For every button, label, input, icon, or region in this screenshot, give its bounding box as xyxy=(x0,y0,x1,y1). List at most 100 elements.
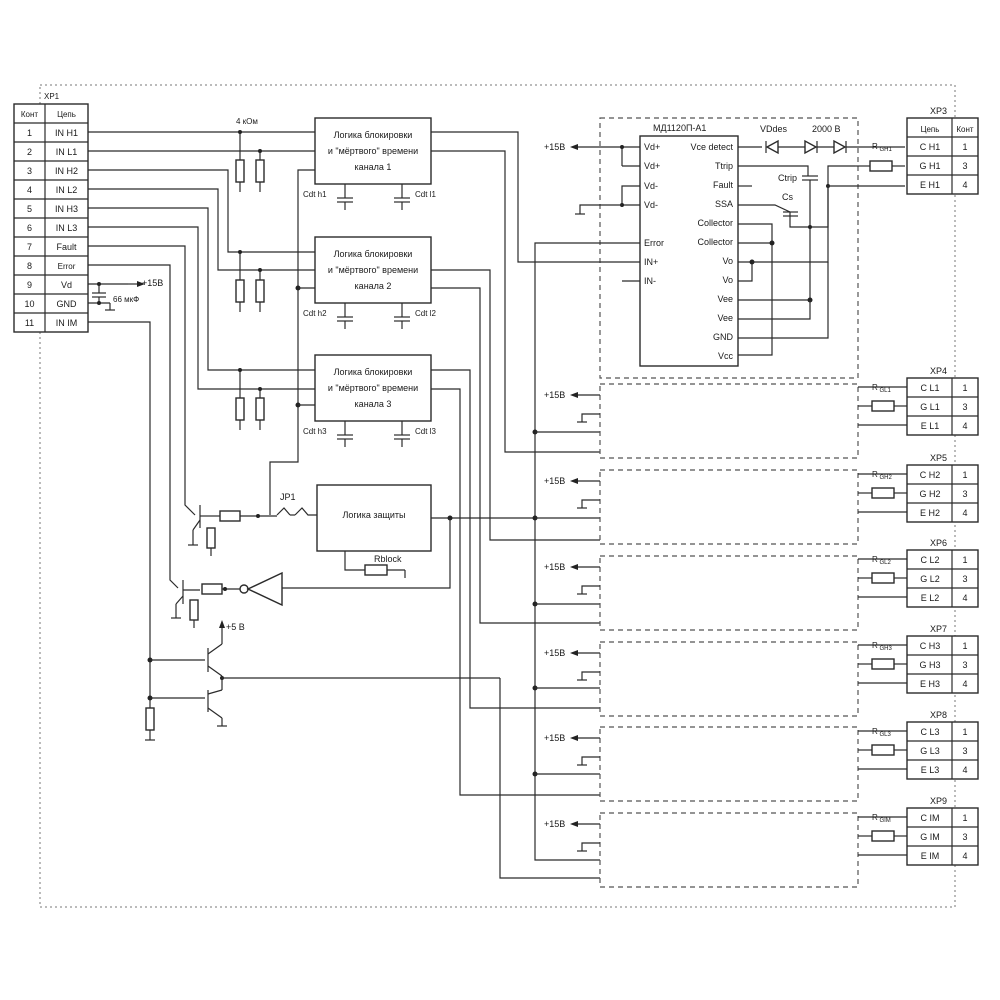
jumper-jp1: JP1 xyxy=(280,492,296,502)
connector-pin: 3 xyxy=(962,402,967,412)
connector-pin: 1 xyxy=(962,142,967,152)
connector-title: XP7 xyxy=(930,624,947,634)
gate-resistor-sub: GIM xyxy=(878,818,891,824)
cs-label: Cs xyxy=(782,192,793,202)
connector-title: XP6 xyxy=(930,538,947,548)
connector-net: C H2 xyxy=(920,470,941,480)
driver-left-pin-1: Vd+ xyxy=(644,161,660,171)
driver-right-pin-10: GND xyxy=(713,332,734,342)
connector-net: C L2 xyxy=(920,555,939,565)
cap-h-label: Cdt h2 xyxy=(303,309,327,318)
xp1-net-10: GND xyxy=(57,299,78,309)
module-supply-label: +15В xyxy=(544,476,565,486)
connector-pin: 1 xyxy=(962,727,967,737)
gate-resistor-label: R GL3 xyxy=(872,727,891,738)
xp1-net-7: Fault xyxy=(56,242,77,252)
cap-h-label: Cdt h3 xyxy=(303,427,327,436)
connector-title: XP5 xyxy=(930,453,947,463)
connector-pin: 3 xyxy=(962,746,967,756)
connector-pin: 1 xyxy=(962,813,967,823)
driver-right-pin-6: Vo xyxy=(722,256,733,266)
connector-pin: 4 xyxy=(962,765,967,775)
driver-module-7: +15В xyxy=(544,812,859,888)
xp1-net-2: IN L1 xyxy=(56,147,78,157)
error-transistor xyxy=(171,571,283,628)
xp1-net-11: IN IM xyxy=(56,318,78,328)
connector-net: C IM xyxy=(921,813,940,823)
gate-resistor-label: R GL1 xyxy=(872,383,891,394)
driver-module-4: +15В xyxy=(544,555,859,631)
driver-supply-label: +15В xyxy=(544,142,565,152)
xp1-net-1: IN H1 xyxy=(55,128,78,138)
driver-left-pin-6: IN- xyxy=(644,276,656,286)
module-supply-label: +15В xyxy=(544,733,565,743)
cap-66uf: 66 мкФ xyxy=(113,295,139,304)
xp1-net-6: IN L3 xyxy=(56,223,78,233)
driver-supply: +15В xyxy=(431,131,640,861)
gate-resistor-sub: GL3 xyxy=(878,732,892,738)
gate-resistor-label: R GH1 xyxy=(872,142,892,153)
driver-module-2: +15В xyxy=(544,383,859,459)
gate-resistor-label: R GH2 xyxy=(872,470,892,481)
xp1-pin-7: 7 xyxy=(27,242,32,252)
logic-block-line1: Логика блокировки xyxy=(334,249,413,259)
gate-resistor-sub: GL2 xyxy=(878,560,892,566)
connector-pin: 1 xyxy=(962,641,967,651)
xp1-pin-4: 4 xyxy=(27,185,32,195)
driver-module-6: +15В xyxy=(544,726,859,802)
connector-net: E L1 xyxy=(921,421,940,431)
connector-pin: 1 xyxy=(962,383,967,393)
supply-15v-xp1: +15В xyxy=(142,278,163,288)
connector-pin: 3 xyxy=(962,574,967,584)
protection-logic: Логика защиты JP1 Rblock xyxy=(276,484,535,589)
driver-module-frame xyxy=(599,117,859,379)
xp1-net-8: Error xyxy=(58,262,76,271)
connector-pin: 3 xyxy=(962,660,967,670)
connector-pin: 3 xyxy=(962,832,967,842)
module-supply-label: +15В xyxy=(544,390,565,400)
logic-block-line1: Логика блокировки xyxy=(334,130,413,140)
driver-module-3: +15В xyxy=(544,469,859,545)
input-resistors: 4 кОм xyxy=(235,117,265,430)
xp1-pin-1: 1 xyxy=(27,128,32,138)
connector-pin: 4 xyxy=(962,180,967,190)
connector-title: XP8 xyxy=(930,710,947,720)
connector-title: XP3 xyxy=(930,106,947,116)
xp1-pin-3: 3 xyxy=(27,166,32,176)
driver-right-pin-9: Vee xyxy=(717,313,733,323)
connector-pin: 4 xyxy=(962,508,967,518)
module-supply-label: +15В xyxy=(544,648,565,658)
connector-net: E L2 xyxy=(921,593,940,603)
im-transistors: +5 В xyxy=(145,620,600,879)
supply-input: +15В 66 мкФ xyxy=(92,278,163,311)
xp1-net-5: IN H3 xyxy=(55,204,78,214)
driver-left-pin-5: IN+ xyxy=(644,257,658,267)
resistor-4k-label: 4 кОм xyxy=(236,117,258,126)
connector-net: C L1 xyxy=(920,383,939,393)
ctrip-label: Ctrip xyxy=(778,173,797,183)
logic-block-line2: и "мёртвого" времени xyxy=(328,265,418,275)
driver-right-pin-2: Fault xyxy=(713,180,734,190)
xp1-net-3: IN H2 xyxy=(55,166,78,176)
xp1-header-pin: Конт xyxy=(21,110,39,119)
connector-net: C L3 xyxy=(920,727,939,737)
connector-net: C H1 xyxy=(920,142,941,152)
xp1-title: XP1 xyxy=(44,92,60,101)
input-wiring xyxy=(88,131,315,708)
driver-right-pin-1: Ttrip xyxy=(715,161,733,171)
gate-resistor-sub: GH2 xyxy=(878,475,893,481)
driver-left-pin-2: Vd- xyxy=(644,181,658,191)
connector-net: G H2 xyxy=(919,489,940,499)
module-supply-label: +15В xyxy=(544,819,565,829)
connector-net: C H3 xyxy=(920,641,941,651)
gate-resistor-label: R GIM xyxy=(872,813,891,824)
connector-pin: 4 xyxy=(962,593,967,603)
plus5-label: +5 В xyxy=(226,622,245,632)
